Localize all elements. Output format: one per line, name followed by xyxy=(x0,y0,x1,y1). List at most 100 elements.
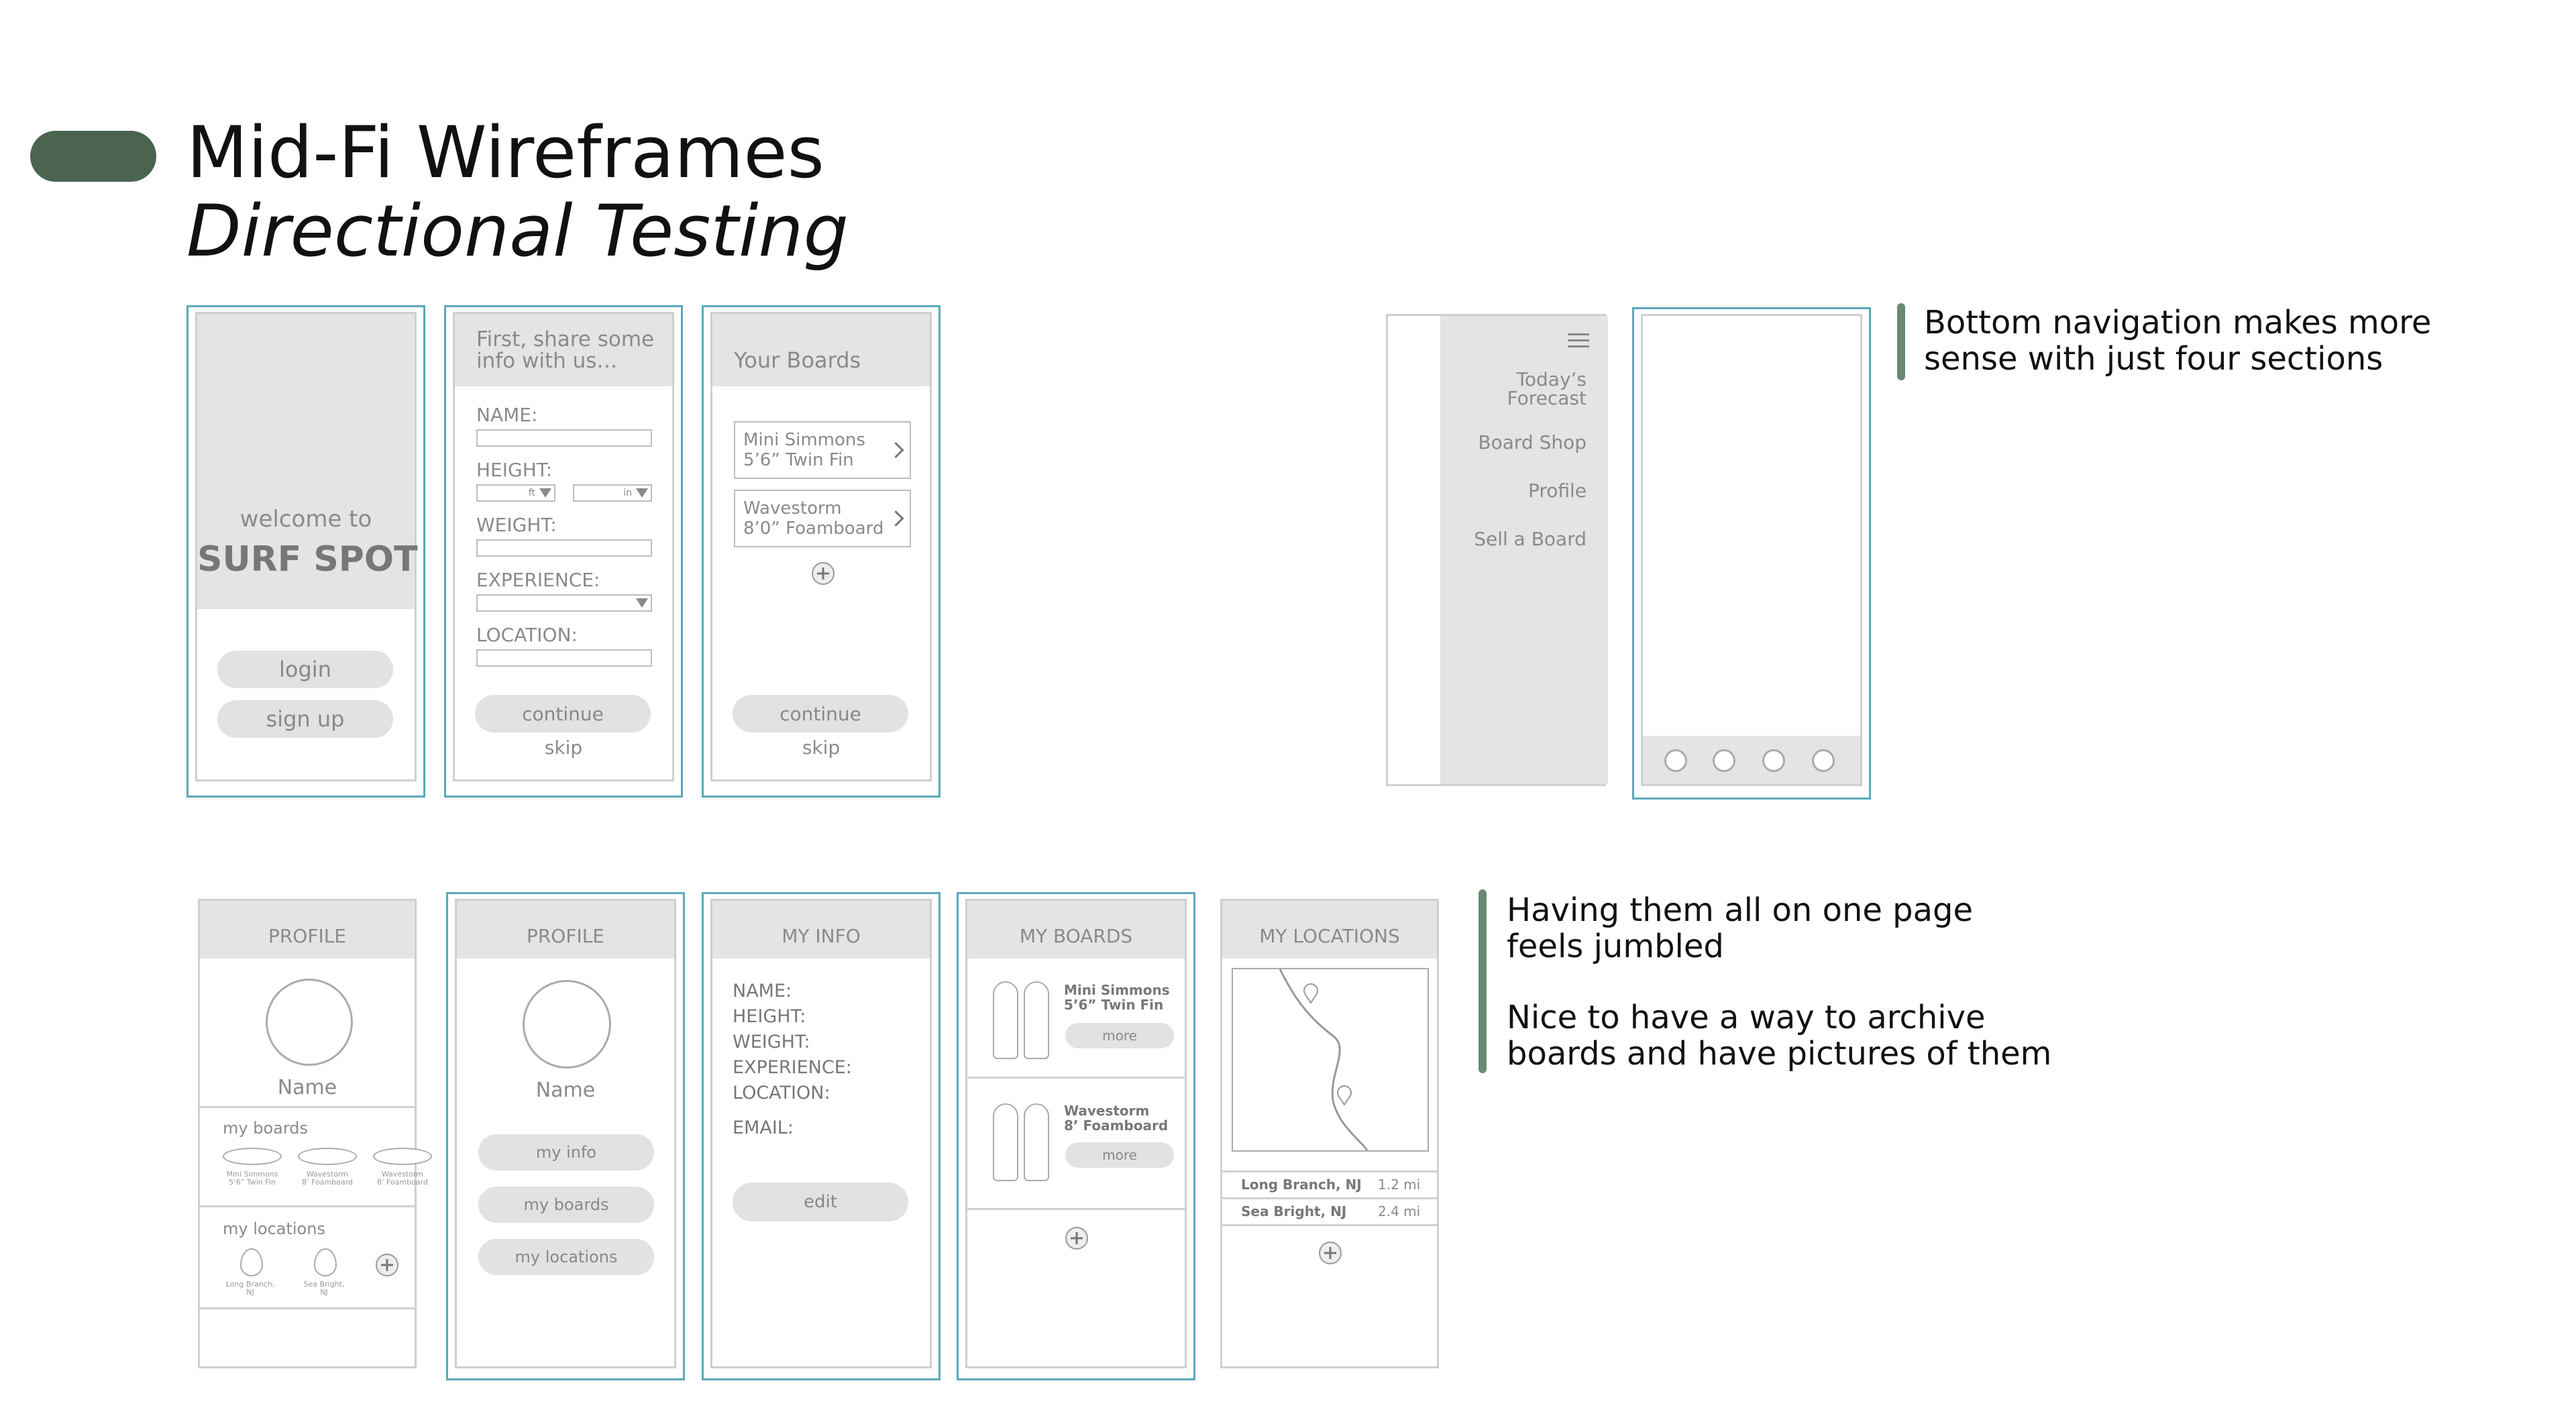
menu-item-profile[interactable]: Profile xyxy=(1527,480,1587,502)
title-pill xyxy=(30,131,156,182)
info-name-label: NAME: xyxy=(733,981,792,1001)
board-thumb-3[interactable] xyxy=(373,1148,432,1165)
profile-heading: PROFILE xyxy=(526,925,605,947)
add-board-plus-icon[interactable] xyxy=(1065,1227,1088,1250)
avatar xyxy=(266,979,353,1066)
name-label: NAME: xyxy=(476,404,538,426)
height-ft-select[interactable]: ft xyxy=(476,484,555,502)
your-boards-heading: Your Boards xyxy=(734,347,861,373)
menu-item-forecast-line2[interactable]: Forecast xyxy=(1507,387,1587,409)
height-label: HEIGHT: xyxy=(476,459,553,481)
my-locations-screen: MY LOCATIONS Long Branch, NJ 1.2 mi Sea … xyxy=(1220,899,1439,1368)
profile-name: Name xyxy=(277,1076,337,1099)
page-subtitle: Directional Testing xyxy=(186,190,849,272)
note-bottom-line1: Having them all on one page xyxy=(1507,891,1974,929)
continue-button[interactable]: continue xyxy=(733,695,908,732)
my-locations-label: my locations xyxy=(223,1219,325,1238)
share-info-frame xyxy=(444,305,683,798)
my-info-button[interactable]: my info xyxy=(478,1134,654,1170)
my-boards-heading: MY BOARDS xyxy=(1019,925,1133,947)
edit-button[interactable]: edit xyxy=(733,1183,908,1221)
info-email-label: EMAIL: xyxy=(733,1117,794,1138)
skip-link[interactable]: skip xyxy=(544,736,583,759)
more-button-2[interactable]: more xyxy=(1065,1142,1174,1168)
my-locations-button[interactable]: my locations xyxy=(478,1239,654,1275)
note-bar-bottom xyxy=(1479,889,1487,1073)
my-info-heading: MY INFO xyxy=(782,925,861,947)
board-thumb-2[interactable] xyxy=(298,1148,357,1165)
bottom-nav-frame xyxy=(1632,307,1871,800)
share-info-heading: First, share some info with us… xyxy=(476,327,655,373)
experience-select[interactable] xyxy=(476,594,652,612)
add-location-plus-icon[interactable] xyxy=(1319,1242,1342,1264)
your-boards-screen: Your Boards Mini Simmons 5’6” Twin Fin W… xyxy=(710,312,932,781)
note-top-line1: Bottom navigation makes more xyxy=(1924,304,2432,341)
height-in-select[interactable]: in xyxy=(573,484,652,502)
your-boards-header xyxy=(712,314,930,386)
side-menu-panel xyxy=(1440,316,1608,784)
info-height-label: HEIGHT: xyxy=(733,1006,806,1027)
profile-screen-v2: PROFILE Name my info my boards my locati… xyxy=(455,899,676,1368)
hero-image-placeholder xyxy=(197,314,415,609)
bottom-nav-screen xyxy=(1641,314,1862,786)
weight-label: WEIGHT: xyxy=(476,514,557,536)
nav-tab-2-icon[interactable] xyxy=(1713,749,1735,772)
avatar xyxy=(523,980,611,1069)
experience-label: EXPERIENCE: xyxy=(476,569,600,591)
my-boards-button[interactable]: my boards xyxy=(478,1187,654,1223)
name-field[interactable] xyxy=(476,429,652,447)
brand-logo-text: SURF SPOT xyxy=(197,539,418,580)
your-boards-frame xyxy=(702,305,941,798)
note-bottom-line2: feels jumbled xyxy=(1507,928,1724,965)
add-location-plus-icon[interactable] xyxy=(376,1254,398,1276)
surfboard-icon xyxy=(993,981,1018,1059)
more-button-1[interactable]: more xyxy=(1065,1023,1174,1048)
login-button[interactable]: login xyxy=(217,651,393,688)
note-bottom-line3: Nice to have a way to archive xyxy=(1507,999,1986,1036)
location-row-2[interactable]: Sea Bright, NJ 2.4 mi xyxy=(1241,1203,1421,1219)
menu-item-board-shop[interactable]: Board Shop xyxy=(1478,431,1587,453)
surfboard-icon xyxy=(1024,981,1049,1059)
nav-tab-1-icon[interactable] xyxy=(1664,749,1687,772)
weight-field[interactable] xyxy=(476,539,652,557)
note-bottom-line4: boards and have pictures of them xyxy=(1507,1035,2052,1073)
profile-heading: PROFILE xyxy=(268,925,347,947)
location-pin-icon xyxy=(240,1248,263,1276)
continue-button[interactable]: continue xyxy=(475,695,651,732)
chevron-right-icon xyxy=(888,510,904,527)
nav-tab-4-icon[interactable] xyxy=(1812,749,1835,772)
share-info-screen: First, share some info with us… NAME: HE… xyxy=(453,312,674,781)
nav-tab-3-icon[interactable] xyxy=(1762,749,1785,772)
welcome-screen: welcome to SURF SPOT login sign up xyxy=(195,312,418,781)
my-boards-screen: MY BOARDS Mini Simmons 5’6” Twin Fin mor… xyxy=(965,899,1187,1368)
skip-link[interactable]: skip xyxy=(802,736,841,759)
board-card-1[interactable]: Mini Simmons 5’6” Twin Fin xyxy=(734,421,911,479)
my-boards-label: my boards xyxy=(223,1119,309,1138)
profile-name: Name xyxy=(535,1079,596,1102)
share-info-header xyxy=(455,314,672,386)
hamburger-menu-icon[interactable] xyxy=(1568,333,1589,347)
info-experience-label: EXPERIENCE: xyxy=(733,1057,852,1078)
surfboard-icon xyxy=(1024,1103,1049,1181)
chevron-right-icon xyxy=(888,441,904,459)
my-locations-heading: MY LOCATIONS xyxy=(1259,925,1400,947)
location-pin-icon xyxy=(314,1248,337,1276)
board-card-2[interactable]: Wavestorm 8’0” Foamboard xyxy=(734,490,911,547)
surfboard-icon xyxy=(993,1103,1018,1181)
map-view[interactable] xyxy=(1232,968,1429,1152)
page-title: Mid-Fi Wireframes xyxy=(186,111,824,194)
info-location-label: LOCATION: xyxy=(733,1083,830,1103)
add-board-plus-icon[interactable] xyxy=(812,562,835,585)
location-row-1[interactable]: Long Branch, NJ 1.2 mi xyxy=(1241,1177,1421,1193)
location-field[interactable] xyxy=(476,649,652,667)
welcome-frame xyxy=(186,305,425,798)
profile-v2-frame xyxy=(446,892,685,1380)
side-menu-screen: Today’s Forecast Board Shop Profile Sell… xyxy=(1386,314,1608,786)
board-thumb-1[interactable] xyxy=(223,1148,282,1165)
location-label: LOCATION: xyxy=(476,624,578,646)
signup-button[interactable]: sign up xyxy=(217,700,393,738)
menu-item-sell-board[interactable]: Sell a Board xyxy=(1474,528,1587,550)
info-weight-label: WEIGHT: xyxy=(733,1032,810,1052)
menu-item-forecast-line1[interactable]: Today’s xyxy=(1516,368,1587,390)
